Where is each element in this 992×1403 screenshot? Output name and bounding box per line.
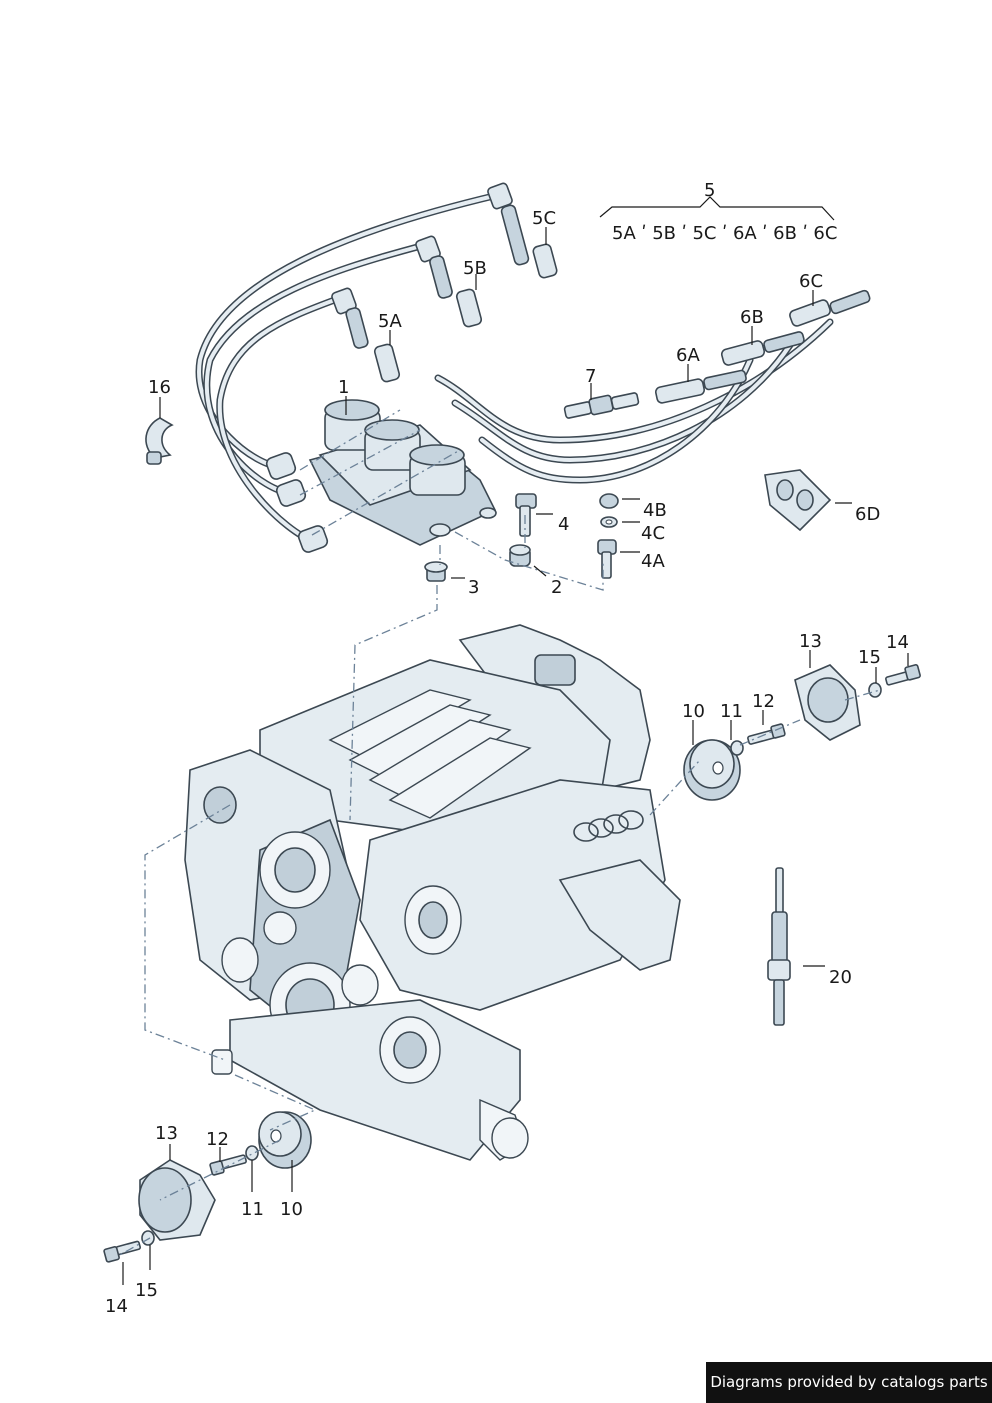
- engine-block: [184, 624, 681, 1161]
- label-6d: 6D: [855, 504, 880, 525]
- label-6c: 6C: [799, 271, 823, 292]
- label-16: 16: [148, 377, 171, 398]
- bolt-14-bottom: [103, 1240, 141, 1263]
- bracket-13-top: [794, 664, 861, 741]
- label-6b: 6B: [740, 307, 764, 328]
- label-4b: 4B: [643, 500, 667, 521]
- bolt-12-bottom: [209, 1154, 247, 1176]
- label-5b: 5B: [463, 258, 487, 279]
- logo-rings: [573, 810, 644, 842]
- glow-plug-20: [767, 867, 791, 1026]
- cap-10-top: [683, 739, 741, 801]
- bolt-4: [515, 493, 537, 537]
- label-14-bottom: 14: [105, 1296, 128, 1317]
- label-3: 3: [468, 577, 479, 598]
- plug-connector-6a: [654, 369, 747, 404]
- ignition-coil-1: [308, 399, 497, 546]
- credit-banner: Diagrams provided by catalogs parts: [706, 1362, 992, 1403]
- bracket-13-bottom: [138, 1159, 216, 1241]
- label-13-top: 13: [799, 631, 822, 652]
- nut-4b: [599, 493, 619, 509]
- cable-boots-left: [265, 452, 329, 553]
- label-10-bottom: 10: [280, 1199, 303, 1220]
- label-5c: 5C: [532, 208, 556, 229]
- plug-connector-5b: [415, 235, 483, 328]
- leader-lines: [122, 196, 909, 1285]
- plug-connector-5c: [487, 182, 558, 279]
- label-10-top: 10: [682, 701, 705, 722]
- label-4c: 4C: [641, 523, 665, 544]
- label-12-bottom: 12: [206, 1129, 229, 1150]
- label-20: 20: [829, 967, 852, 988]
- washer-11-bottom: [245, 1145, 259, 1161]
- bolt-14-top: [885, 664, 921, 686]
- label-4: 4: [558, 514, 569, 535]
- washer-15-bottom: [141, 1230, 155, 1246]
- label-11-top: 11: [720, 701, 743, 722]
- plug-connector-6c: [789, 289, 871, 327]
- credit-text: Diagrams provided by catalogs parts: [710, 1373, 988, 1391]
- plug-connector-6b: [720, 331, 805, 366]
- label-15-top: 15: [858, 647, 881, 668]
- label-14-top: 14: [886, 632, 909, 653]
- washer-4c: [600, 516, 618, 528]
- cap-10-bottom: [258, 1111, 312, 1169]
- washer-11-top: [730, 740, 744, 756]
- label-13-bottom: 13: [155, 1123, 178, 1144]
- label-7: 7: [585, 366, 596, 387]
- spark-plug-7: [563, 392, 640, 419]
- bushing-3: [424, 561, 448, 582]
- label-5a: 5A: [378, 311, 402, 332]
- label-11-bottom: 11: [241, 1199, 264, 1220]
- plug-connector-5a: [331, 287, 401, 383]
- washer-15-top: [868, 682, 882, 698]
- callout-labels: 1 2 3 4 4A 4B 4C 5 5A ʹ 5B ʹ 5C ʹ 6A ʹ 6…: [105, 180, 909, 1317]
- assembly-lines: [117, 409, 881, 1257]
- holder-6d: [764, 469, 832, 532]
- stud-4a: [597, 539, 617, 579]
- label-2: 2: [551, 577, 562, 598]
- ignition-cables: [195, 191, 834, 544]
- label-6a: 6A: [676, 345, 700, 366]
- label-12-top: 12: [752, 691, 775, 712]
- clip-16: [145, 417, 174, 465]
- bolt-12-top: [747, 723, 786, 745]
- label-5: 5: [704, 180, 715, 201]
- label-4a: 4A: [641, 551, 665, 572]
- label-15-bottom: 15: [135, 1280, 158, 1301]
- set-note: 5A ʹ 5B ʹ 5C ʹ 6A ʹ 6B ʹ 6C: [612, 223, 837, 244]
- label-1: 1: [338, 377, 349, 398]
